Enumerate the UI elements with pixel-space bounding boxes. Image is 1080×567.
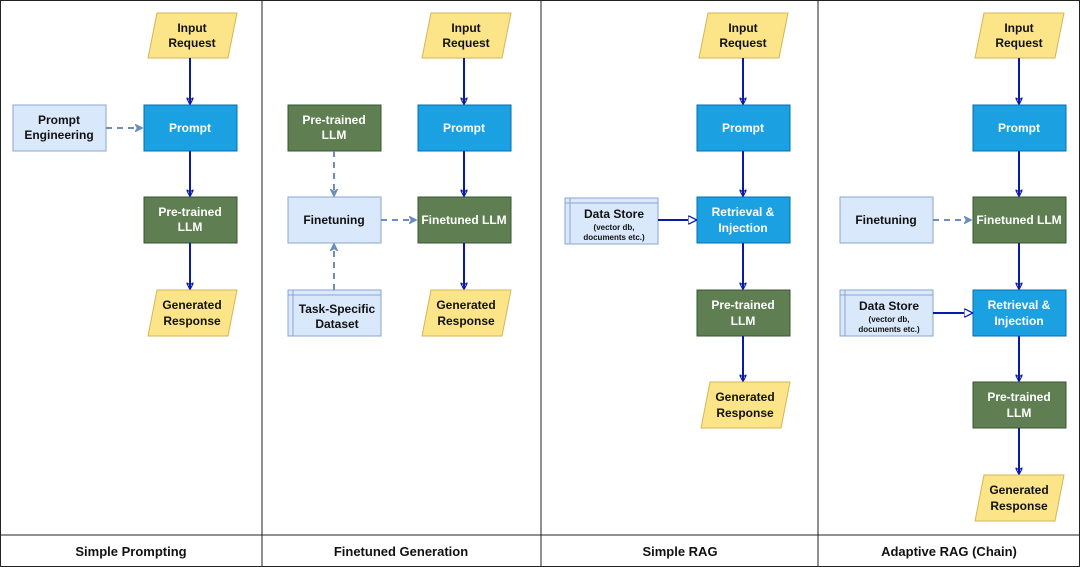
finetuning-label: Finetuning bbox=[303, 213, 364, 227]
input-request-node bbox=[974, 12, 1065, 59]
input-request-node bbox=[698, 12, 789, 59]
generated-response-node bbox=[700, 381, 791, 429]
generated-response-node bbox=[974, 474, 1065, 522]
retrieval-injection-label: Retrieval &Injection bbox=[988, 298, 1051, 328]
input-request-node bbox=[421, 12, 512, 59]
column-title-adaptive-rag: Adaptive RAG (Chain) bbox=[881, 544, 1017, 559]
pretrained-llm-node bbox=[972, 381, 1067, 429]
prompt-label: Prompt bbox=[998, 121, 1040, 135]
data-store-subtitle: (vector db,documents etc.) bbox=[583, 223, 645, 242]
input-request-node bbox=[147, 12, 238, 59]
retrieval-injection-label: Retrieval &Injection bbox=[712, 205, 775, 235]
column-title-simple-prompting: Simple Prompting bbox=[75, 544, 186, 559]
pretrained-llm-node bbox=[696, 289, 791, 337]
finetuned-llm-node bbox=[972, 196, 1067, 244]
data-store-title: Data Store bbox=[584, 207, 644, 221]
pretrained-llm-node bbox=[287, 104, 382, 152]
finetuned-llm-label: Finetuned LLM bbox=[976, 213, 1061, 227]
generated-response-node bbox=[147, 289, 238, 337]
finetuning-node bbox=[287, 196, 382, 244]
prompt-node bbox=[417, 104, 512, 152]
data-store-node bbox=[839, 289, 934, 337]
finetuning-label: Finetuning bbox=[855, 213, 916, 227]
column-title-finetuned-generation: Finetuned Generation bbox=[334, 544, 468, 559]
prompt-label: Prompt bbox=[169, 121, 211, 135]
prompt-label: Prompt bbox=[443, 121, 485, 135]
prompt-label: Prompt bbox=[722, 121, 764, 135]
prompt-node bbox=[696, 104, 791, 152]
finetuned-llm-label: Finetuned LLM bbox=[421, 213, 506, 227]
data-store-node bbox=[564, 197, 659, 245]
data-store-title: Data Store bbox=[859, 299, 919, 313]
retrieval-injection-node bbox=[696, 196, 791, 244]
data-store-subtitle: (vector db,documents etc.) bbox=[858, 315, 920, 334]
finetuned-llm-node bbox=[417, 196, 512, 244]
task-specific-dataset-node bbox=[287, 289, 382, 337]
column-title-simple-rag: Simple RAG bbox=[642, 544, 717, 559]
retrieval-injection-node bbox=[972, 289, 1067, 337]
generated-response-node bbox=[421, 289, 512, 337]
